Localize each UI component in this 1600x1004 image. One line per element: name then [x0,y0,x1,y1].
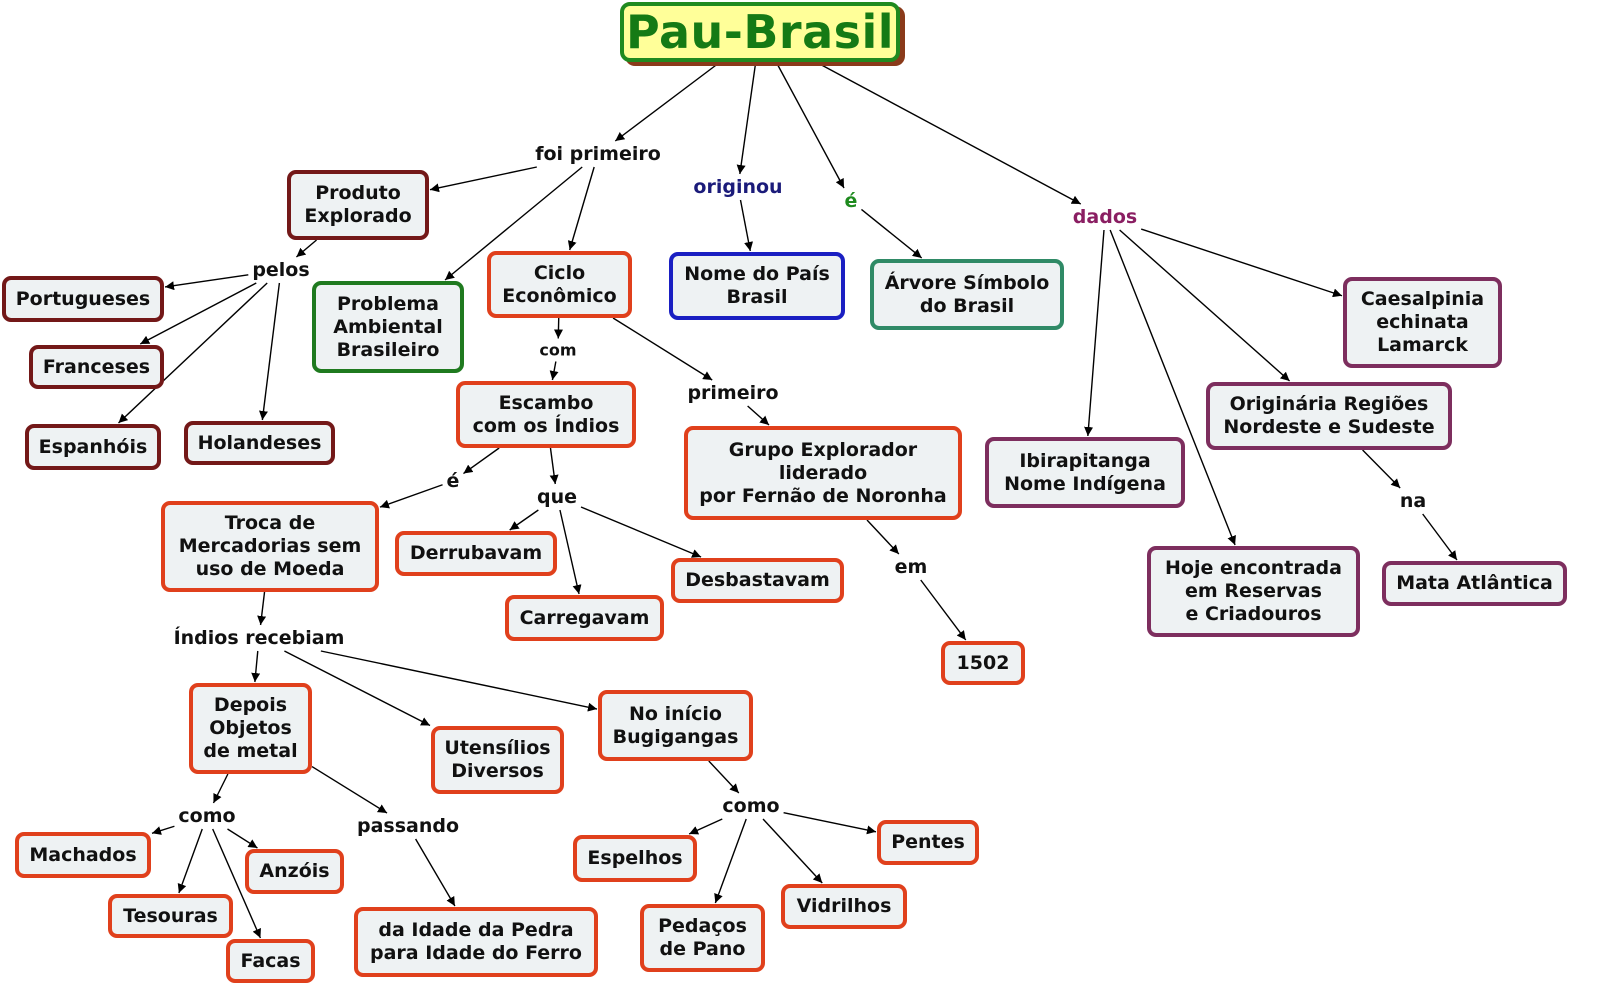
connection-grupo_explorador-to-em [866,519,900,555]
connection-como_metal-to-tesouras [177,828,203,894]
connection-title-to-originou [736,61,757,175]
concept-hoje-encontrada[interactable]: Hoje encontrada em Reservas e Criadouros [1147,546,1360,637]
connection-que-to-desbastavam [580,506,702,558]
concept-arvore-simbolo[interactable]: Árvore Símbolo do Brasil [870,259,1064,330]
connection-originaria-to-na [1362,449,1401,489]
link-e: é [842,190,860,212]
concept-ibirapitanga[interactable]: Ibirapitanga Nome Indígena [985,437,1185,508]
concept-originaria-regioes[interactable]: Originária Regiões Nordeste e Sudeste [1206,382,1452,450]
link-passando: passando [354,815,462,837]
connection-foi_primeiro-to-produto_explorado [429,166,537,193]
link-originou: originou [691,176,785,198]
link-em: em [892,556,930,578]
connection-primeiro-to-grupo_explorador [747,405,770,426]
connection-como_bugigangas-to-pedacos_pano [714,818,747,904]
connection-como_bugigangas-to-espelhos [688,818,723,835]
concept-produto-explorado[interactable]: Produto Explorado [287,170,429,240]
connection-originou-to-nome_do_pais [739,199,754,252]
concept-troca-mercadorias[interactable]: Troca de Mercadorias sem uso de Moeda [161,501,379,592]
connection-que-to-derrubavam [509,509,539,531]
connection-dados-to-originaria [1119,229,1291,382]
concept-machados[interactable]: Machados [15,832,151,878]
concept-depois-objetos-metal[interactable]: Depois Objetos de metal [189,683,312,774]
connection-com-to-escambo [549,361,559,381]
link-como-bugigangas: como [720,795,782,817]
concept-facas[interactable]: Facas [226,939,315,983]
concept-derrubavam[interactable]: Derrubavam [395,531,557,576]
link-com: com [537,340,579,360]
concept-anzois[interactable]: Anzóis [245,849,344,894]
concept-vidrilhos[interactable]: Vidrilhos [781,884,907,929]
connection-como_metal-to-anzois [227,828,258,849]
concept-pedacos-de-pano[interactable]: Pedaços de Pano [640,904,765,972]
link-como-metal: como [176,805,238,827]
connection-ciclo_economico-to-primeiro [612,317,713,381]
concept-portugueses[interactable]: Portugueses [2,276,164,322]
link-dados: dados [1070,206,1140,228]
concept-franceses[interactable]: Franceses [29,345,164,389]
connection-foi_primeiro-to-ciclo_economico [567,166,595,251]
connection-como_metal-to-machados [151,825,175,835]
link-pelos: pelos [250,259,312,281]
concept-tesouras[interactable]: Tesouras [108,894,233,938]
root-concept-title[interactable]: Pau-Brasil [620,2,900,62]
link-na: na [1397,490,1429,512]
connection-e_escambo-to-troca_mercadorias [379,484,443,509]
concept-problema-ambiental[interactable]: Problema Ambiental Brasileiro [312,281,464,373]
link-foi-primeiro: foi primeiro [533,143,663,165]
connection-que-to-carregavam [559,509,582,595]
concept-espelhos[interactable]: Espelhos [573,835,697,882]
concept-1502[interactable]: 1502 [941,641,1025,685]
link-e-escambo: é [444,470,462,492]
link-que: que [534,486,580,508]
link-indios-recebiam: Índios recebiam [171,627,347,649]
connection-passando-to-idade_pedra_ferro [415,838,456,907]
connection-produto_explorado-to-pelos [295,239,317,258]
concept-desbastavam[interactable]: Desbastavam [671,558,844,603]
connection-em-to-ano_1502 [920,579,967,641]
connection-como_bugigangas-to-vidrilhos [762,818,823,884]
concept-caesalpinia-echinata[interactable]: Caesalpinia echinata Lamarck [1343,277,1502,368]
concept-holandeses[interactable]: Holandeses [184,421,335,465]
concept-espanhois[interactable]: Espanhóis [25,424,161,470]
concept-ciclo-economico[interactable]: Ciclo Econômico [487,251,632,318]
connection-na-to-mata_atlantica [1422,513,1458,561]
connection-troca_mercadorias-to-indios_recebiam [257,591,267,626]
concept-grupo-explorador[interactable]: Grupo Explorador liderado por Fernão de … [684,426,962,520]
connection-depois_objetos-to-passando [311,765,388,814]
concept-escambo[interactable]: Escambo com os Índios [456,381,636,448]
concept-carregavam[interactable]: Carregavam [505,595,664,641]
concept-idade-pedra-ferro[interactable]: da Idade da Pedra para Idade do Ferro [354,907,598,977]
concept-nome-do-pais[interactable]: Nome do País Brasil [669,252,845,320]
connection-como_bugigangas-to-pentes [783,812,877,835]
connection-title-to-foi_primeiro [614,61,721,142]
connection-indios_recebiam-to-depois_objetos [251,650,261,683]
connection-escambo-to-e_escambo [463,447,500,475]
concept-utensilios-diversos[interactable]: Utensílios Diversos [431,726,564,794]
connection-depois_objetos-to-como_metal [212,773,229,804]
connection-dados-to-caesalpinia [1140,228,1343,298]
connection-pelos-to-portugueses [164,274,249,291]
connection-e_top-to-arvore_simbolo [861,208,923,259]
connection-title-to-dados [815,61,1082,205]
concept-mata-atlantica[interactable]: Mata Atlântica [1382,561,1567,606]
connection-no_inicio-to-como_bugigangas [708,760,740,794]
connection-title-to-e_top [775,61,845,189]
concept-pentes[interactable]: Pentes [877,820,979,865]
concept-no-inicio-bugigangas[interactable]: No início Bugigangas [598,690,753,761]
connection-pelos-to-holandeses [259,282,281,421]
connection-escambo-to-que [549,447,559,485]
link-primeiro: primeiro [685,382,781,404]
connection-indios_recebiam-to-no_inicio [320,650,598,712]
connection-dados-to-ibirapitanga [1084,229,1105,437]
